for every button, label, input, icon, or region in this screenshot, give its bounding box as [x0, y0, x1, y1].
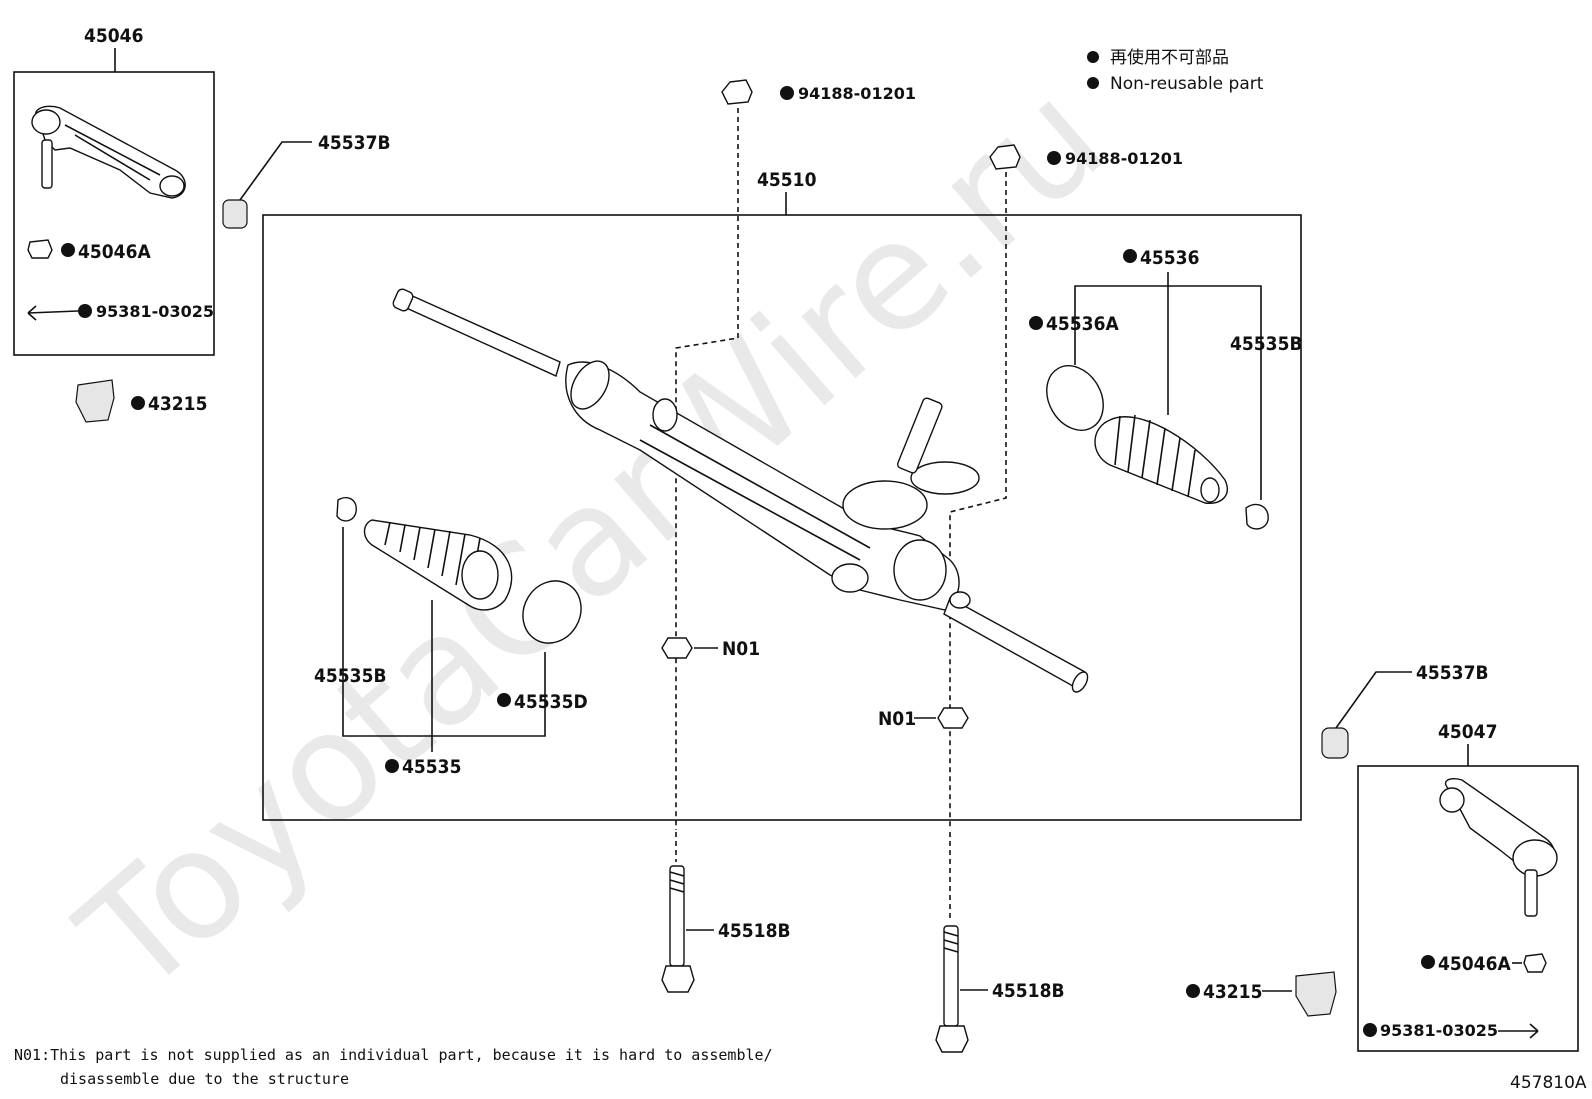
label-45046a-right: 45046A [1438, 953, 1511, 975]
rack-and-pinion-part [392, 288, 1089, 693]
label-n01-a: N01 [722, 638, 760, 660]
bellows-boot-left-part [363, 519, 513, 611]
nut-n01-b-icon [937, 707, 969, 729]
label-95381-right: 95381-03025 [1380, 1021, 1498, 1040]
nut-n01-a-icon [661, 637, 693, 659]
nut-94188-a-icon [721, 79, 753, 105]
tie-rod-end-left-box [13, 71, 215, 356]
footnote-line-1: N01:This part is not supplied as an indi… [14, 1046, 773, 1064]
label-45046: 45046 [84, 25, 143, 47]
label-45535d: 45535D [514, 691, 588, 713]
non-reusable-dot-icon [1087, 77, 1099, 89]
watermark: ToyotaCarWire.ru [49, 50, 1137, 1028]
cotter-pin-left-icon [27, 305, 79, 321]
label-45535b-left: 45535B [314, 665, 387, 687]
legend-line-en: Non-reusable part [1110, 74, 1264, 94]
bushing-45537b-left-icon [222, 199, 248, 229]
cap-43215-right-icon [1295, 971, 1337, 1017]
cotter-pin-right-icon [1498, 1023, 1539, 1039]
nut-45046a-right-icon [1523, 953, 1547, 973]
label-45535b-right: 45535B [1230, 333, 1303, 355]
cap-43215-left-icon [75, 379, 115, 423]
label-45537b-right: 45537B [1416, 662, 1489, 684]
label-45535: 45535 [402, 756, 461, 778]
legend-line-jp: 再使用不可部品 [1110, 47, 1229, 68]
label-43215-right: 43215 [1203, 981, 1262, 1003]
non-reusable-dot-icon [1087, 51, 1099, 63]
figure-id: 457810A [1510, 1073, 1587, 1093]
label-n01-b: N01 [878, 708, 916, 730]
label-45047: 45047 [1438, 721, 1497, 743]
tie-rod-end-right-box [1357, 765, 1579, 1052]
label-94188-b: 94188-01201 [1065, 149, 1183, 168]
footnote-line-2: disassemble due to the structure [60, 1070, 349, 1088]
clamp-45535b-left-icon [336, 496, 357, 522]
bushing-45537b-right-icon [1321, 727, 1349, 759]
tie-rod-end-right-part [1439, 778, 1558, 917]
label-45510: 45510 [757, 169, 817, 191]
label-43215-left: 43215 [148, 393, 207, 415]
ring-45535d-icon [522, 580, 582, 644]
bellows-boot-right-part [1094, 414, 1228, 504]
clamp-45535b-right-icon [1245, 503, 1269, 530]
label-45518b-b: 45518B [992, 980, 1065, 1002]
bolt-45518b-b-icon [935, 925, 969, 1053]
label-45046a-left: 45046A [78, 241, 151, 263]
ring-45536a-icon [1046, 365, 1104, 431]
label-94188-a: 94188-01201 [798, 84, 916, 103]
steering-gear-assy-box [262, 214, 1302, 821]
label-45518b-a: 45518B [718, 920, 791, 942]
label-45536: 45536 [1140, 247, 1199, 269]
label-45536a: 45536A [1046, 313, 1119, 335]
label-95381-left: 95381-03025 [96, 302, 214, 321]
tie-rod-end-left-part [31, 105, 186, 199]
bolt-45518b-a-icon [661, 865, 695, 993]
nut-94188-b-icon [989, 144, 1021, 170]
nut-45046a-left-icon [27, 239, 53, 259]
label-45537b-left: 45537B [318, 132, 391, 154]
